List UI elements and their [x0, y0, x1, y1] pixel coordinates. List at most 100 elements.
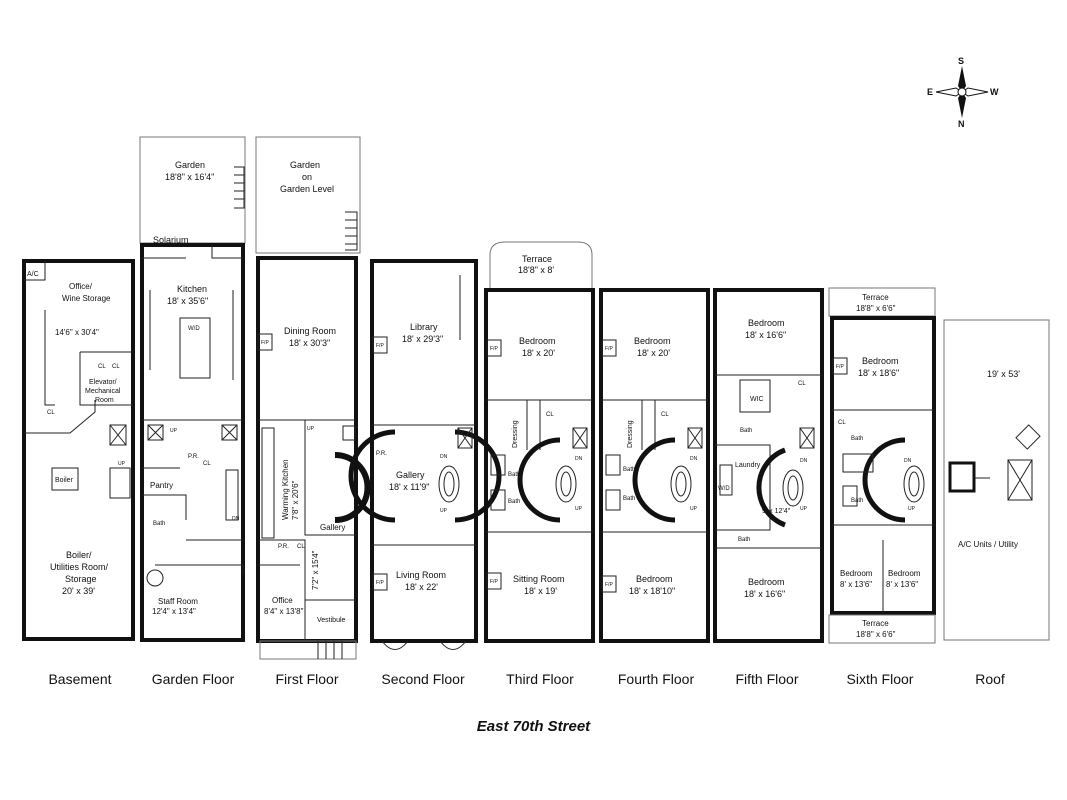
- third-bedroom-dim: 18' x 20': [522, 348, 555, 358]
- garden-pr: P.R.: [188, 454, 199, 460]
- fourth-floor-plan: Bedroom 18' x 20' F/P Dressing Bath Bath…: [599, 288, 710, 643]
- first-pr: P.R.: [278, 544, 289, 550]
- garden-staff-dim: 12'4" x 13'4": [152, 607, 196, 616]
- garden-cl: CL: [203, 461, 211, 467]
- sixth-terrace2: Terrace: [862, 619, 889, 628]
- third-up: UP: [575, 506, 583, 512]
- first-dining: Dining Room: [284, 326, 336, 336]
- fourth-cl: CL: [661, 412, 669, 418]
- sixth-bath1: Bath: [851, 436, 863, 442]
- sixth-bedroom2: Bedroom: [840, 569, 873, 578]
- first-office: Office: [272, 596, 293, 605]
- basement-office-2: Wine Storage: [62, 294, 111, 303]
- garden-kitchen: Kitchen: [177, 284, 207, 294]
- basement-elev: Elevator/: [89, 379, 117, 386]
- sixth-cl: CL: [838, 420, 846, 426]
- street-name: East 70th Street: [476, 718, 591, 735]
- compass-w: W: [990, 87, 999, 97]
- first-cl: CL: [297, 544, 305, 550]
- second-fp: F/P: [376, 343, 384, 349]
- floor-label-second: Second Floor: [381, 671, 465, 687]
- fifth-bath: Bath: [740, 428, 752, 434]
- floor-label-first: First Floor: [275, 671, 339, 687]
- sixth-terrace2-dim: 18'8" x 6'6": [856, 630, 896, 639]
- basement-util-4: 20' x 39': [62, 586, 95, 596]
- first-vest: Vestibule: [317, 617, 346, 624]
- first-gallery-dim: 7'2" x 15'4": [311, 550, 320, 590]
- basement-up: UP: [118, 461, 126, 467]
- first-fp: F/P: [261, 340, 269, 346]
- garden-pantry: Pantry: [150, 481, 173, 490]
- floor-label-third: Third Floor: [506, 671, 574, 687]
- first-warm: Warming Kitchen: [281, 459, 290, 520]
- compass-rose-icon: S N E W: [927, 56, 999, 129]
- roof-plan: 19' x 53' A/C Units / Utility: [943, 319, 1050, 641]
- sixth-bedroom3-dim: 8' x 13'6": [886, 580, 918, 589]
- sixth-bath2: Bath: [851, 498, 863, 504]
- second-up: UP: [440, 508, 448, 514]
- second-living-dim: 18' x 22': [405, 582, 438, 592]
- second-pr: P.R.: [376, 451, 387, 457]
- garden-kitchen-dim: 18' x 35'6": [167, 296, 208, 306]
- fourth-bath2: Bath: [623, 496, 635, 502]
- second-library-dim: 18' x 29'3": [402, 334, 443, 344]
- basement-cl3: CL: [47, 410, 55, 416]
- third-dressing: Dressing: [512, 420, 519, 448]
- floor-label-fifth: Fifth Floor: [735, 671, 799, 687]
- fifth-cl: CL: [798, 381, 806, 387]
- garden-dn: DN: [232, 516, 240, 522]
- fourth-fp: F/P: [605, 346, 613, 352]
- first-up: UP: [307, 426, 315, 432]
- third-sitting: Sitting Room: [513, 574, 565, 584]
- garden-solarium: Solarium: [153, 235, 189, 245]
- basement-util-3: Storage: [65, 574, 97, 584]
- garden-up: UP: [170, 428, 178, 434]
- garden-wd: W/D: [188, 326, 200, 332]
- basement-boiler: Boiler: [55, 477, 74, 484]
- third-fp: F/P: [490, 346, 498, 352]
- compass-e: E: [927, 87, 933, 97]
- basement-room: Room: [95, 397, 114, 404]
- first-warm-dim: 7'8" x 20'6": [291, 480, 300, 520]
- sixth-floor-plan: Terrace 18'8" x 6'6" Bedroom 18' x 18'6"…: [828, 287, 936, 644]
- fourth-bedroom2-dim: 18' x 18'10": [629, 586, 675, 596]
- fourth-fp2: F/P: [605, 582, 613, 588]
- basement-cl2: CL: [112, 364, 120, 370]
- second-gallery: Gallery: [396, 470, 425, 480]
- basement-office: Office/: [69, 282, 93, 291]
- roof-dim: 19' x 53': [987, 369, 1020, 379]
- basement-cl1: CL: [98, 364, 106, 370]
- sixth-up: UP: [908, 506, 916, 512]
- basement-mech: Mechanical: [85, 388, 121, 395]
- first-garden-2: on: [302, 172, 312, 182]
- fifth-wd: W/D: [718, 486, 730, 492]
- roof-ac: A/C Units / Utility: [958, 540, 1018, 549]
- fourth-up: UP: [690, 506, 698, 512]
- third-cl: CL: [546, 412, 554, 418]
- floor-label-roof: Roof: [975, 671, 1005, 687]
- third-bath2: Bath: [508, 499, 520, 505]
- garden-bath: Bath: [153, 521, 165, 527]
- first-gallery: Gallery: [320, 523, 345, 532]
- fifth-dn: DN: [800, 458, 808, 464]
- compass-s: S: [958, 56, 964, 66]
- garden-floor-plan: Garden 18'8" x 16'4" Solarium Kitchen 18…: [139, 136, 246, 642]
- second-library: Library: [410, 322, 438, 332]
- sixth-dn: DN: [904, 458, 912, 464]
- second-floor-plan: Library 18' x 29'3" F/P Gallery 18' x 11…: [348, 259, 502, 650]
- third-bath1: Bath: [508, 472, 520, 478]
- sixth-bedroom: Bedroom: [862, 356, 899, 366]
- third-sitting-dim: 18' x 19': [524, 586, 557, 596]
- garden-staff: Staff Room: [158, 597, 198, 606]
- first-floor-plan: Garden on Garden Level Dining Room 18' x…: [255, 136, 371, 660]
- fourth-bedroom: Bedroom: [634, 336, 671, 346]
- third-fp2: F/P: [490, 579, 498, 585]
- third-floor-plan: Terrace 18'8" x 8' Bedroom 18' x 20' F/P…: [484, 241, 595, 643]
- third-terrace-dim: 18'8" x 8': [518, 265, 554, 275]
- floor-label-garden: Garden Floor: [151, 671, 235, 687]
- fifth-laundry: Laundry: [735, 462, 761, 469]
- sixth-bedroom3: Bedroom: [888, 569, 921, 578]
- fifth-laundry-dim: 9' x 12'4": [762, 508, 791, 515]
- sixth-terrace: Terrace: [862, 293, 889, 302]
- second-dn: DN: [440, 454, 448, 460]
